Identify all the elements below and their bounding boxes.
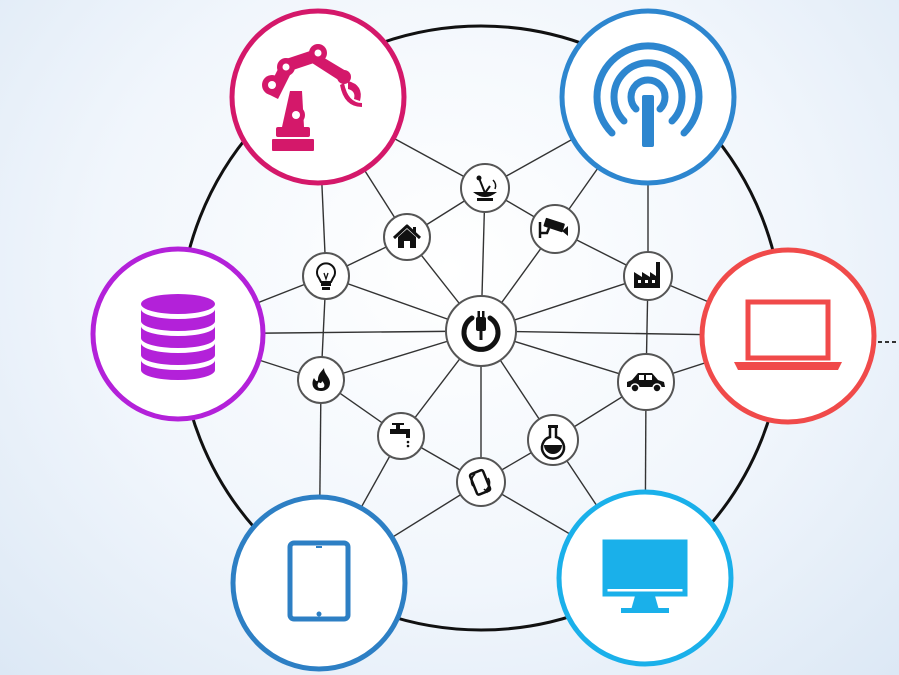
- node-home: [383, 213, 431, 261]
- node-satellite-dish: [460, 163, 510, 213]
- node-power-plug: [445, 295, 517, 367]
- water-tap-icon: [390, 423, 410, 448]
- wifi-antenna-icon: [593, 42, 703, 137]
- hub-robot-arm: [229, 8, 407, 186]
- hub-wifi-antenna: [559, 8, 737, 186]
- mobile-sync-icon: [468, 468, 492, 496]
- hub-desktop-monitor: [556, 489, 734, 667]
- node-mobile-sync: [456, 457, 506, 507]
- node-flask: [527, 414, 579, 466]
- car-icon: [627, 373, 665, 393]
- tablet-icon: [287, 540, 351, 622]
- power-plug-icon: [461, 311, 501, 352]
- factory-icon: [634, 262, 660, 288]
- small-nodes-layer: [297, 163, 675, 507]
- node-security-camera: [530, 204, 580, 254]
- node-flame: [297, 356, 345, 404]
- node-water-tap: [377, 412, 425, 460]
- database-icon: [141, 294, 215, 380]
- node-factory: [623, 251, 673, 301]
- hub-database: [90, 246, 266, 422]
- hub-tablet: [230, 494, 408, 672]
- robot-arm-icon: [262, 44, 362, 151]
- flask-icon: [540, 425, 566, 460]
- security-camera-icon: [538, 217, 568, 238]
- node-car: [617, 353, 675, 411]
- light-bulb-icon: [316, 262, 336, 290]
- laptop-icon: [745, 299, 831, 361]
- home-icon: [392, 224, 422, 248]
- satellite-dish-icon: [473, 175, 497, 201]
- hub-laptop: [699, 247, 877, 425]
- hub-nodes-layer: [90, 8, 877, 672]
- node-light-bulb: [302, 252, 350, 300]
- flame-icon: [312, 368, 330, 391]
